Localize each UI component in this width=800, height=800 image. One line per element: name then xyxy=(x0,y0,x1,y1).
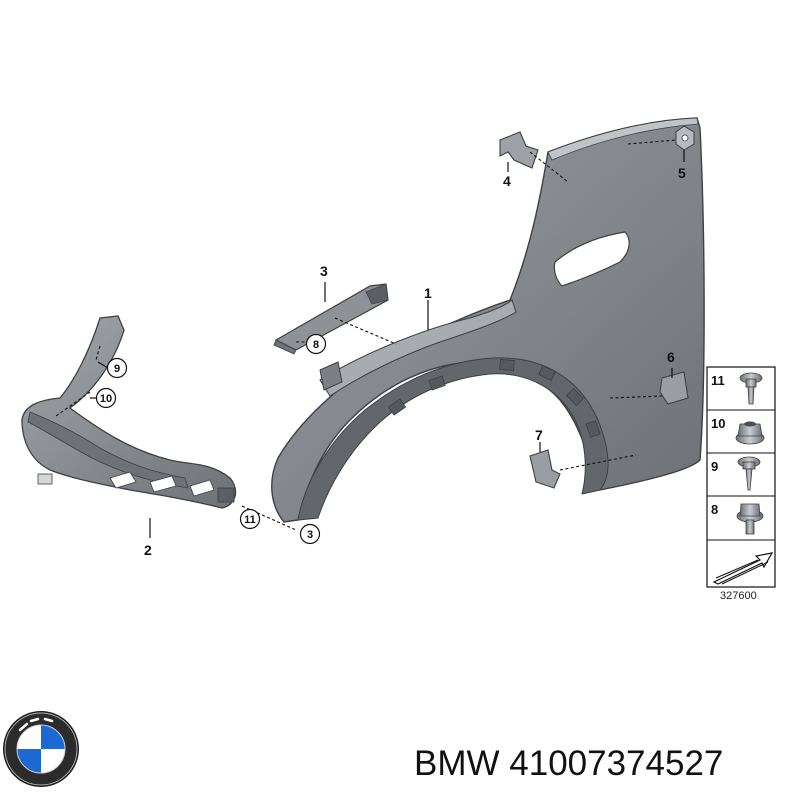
circled-callout-3b-label: 3 xyxy=(307,529,313,541)
circled-callout-11-label: 11 xyxy=(244,514,256,526)
circled-callout-3b: 3 xyxy=(299,523,321,545)
circled-callout-8: 8 xyxy=(305,333,327,355)
fastener-legend: 11 10 9 8 xyxy=(706,366,776,588)
callout-6: 6 xyxy=(667,349,675,365)
callout-7: 7 xyxy=(535,427,543,443)
callout-2: 2 xyxy=(144,542,152,558)
hex-nut-icon xyxy=(735,421,765,445)
circled-callout-10-label: 10 xyxy=(100,393,112,405)
collar-nut-icon xyxy=(736,503,764,535)
legend-number-8: 8 xyxy=(711,502,718,517)
bracket-rail-part xyxy=(273,283,389,355)
front-bracket-part xyxy=(21,315,237,509)
screw-icon xyxy=(737,456,761,491)
flange-bolt-icon xyxy=(739,372,763,405)
circled-callout-10: 10 xyxy=(95,387,117,409)
callout-5: 5 xyxy=(678,165,686,181)
circled-callout-9: 9 xyxy=(106,357,128,379)
lower-bracket-part xyxy=(529,449,561,489)
fender-part xyxy=(271,117,705,523)
callout-4: 4 xyxy=(503,173,511,189)
bmw-roundel-icon xyxy=(3,711,79,787)
brand-part-caption: BMW 41007374527 xyxy=(414,744,723,783)
leader-lines xyxy=(55,139,685,538)
callout-1: 1 xyxy=(424,285,432,301)
direction-arrow-icon xyxy=(712,552,774,585)
legend-number-11: 11 xyxy=(711,373,725,388)
circled-callout-9-label: 9 xyxy=(114,363,120,375)
legend-number-10: 10 xyxy=(711,416,725,431)
upper-bracket-part xyxy=(499,131,539,169)
circled-callout-11: 11 xyxy=(239,508,261,530)
circled-callout-8-label: 8 xyxy=(313,339,319,351)
diagram-reference-number: 327600 xyxy=(720,590,757,602)
callout-3: 3 xyxy=(320,263,328,279)
clip-nut-part xyxy=(675,125,695,151)
legend-number-9: 9 xyxy=(711,459,718,474)
side-bracket-part xyxy=(659,371,689,405)
